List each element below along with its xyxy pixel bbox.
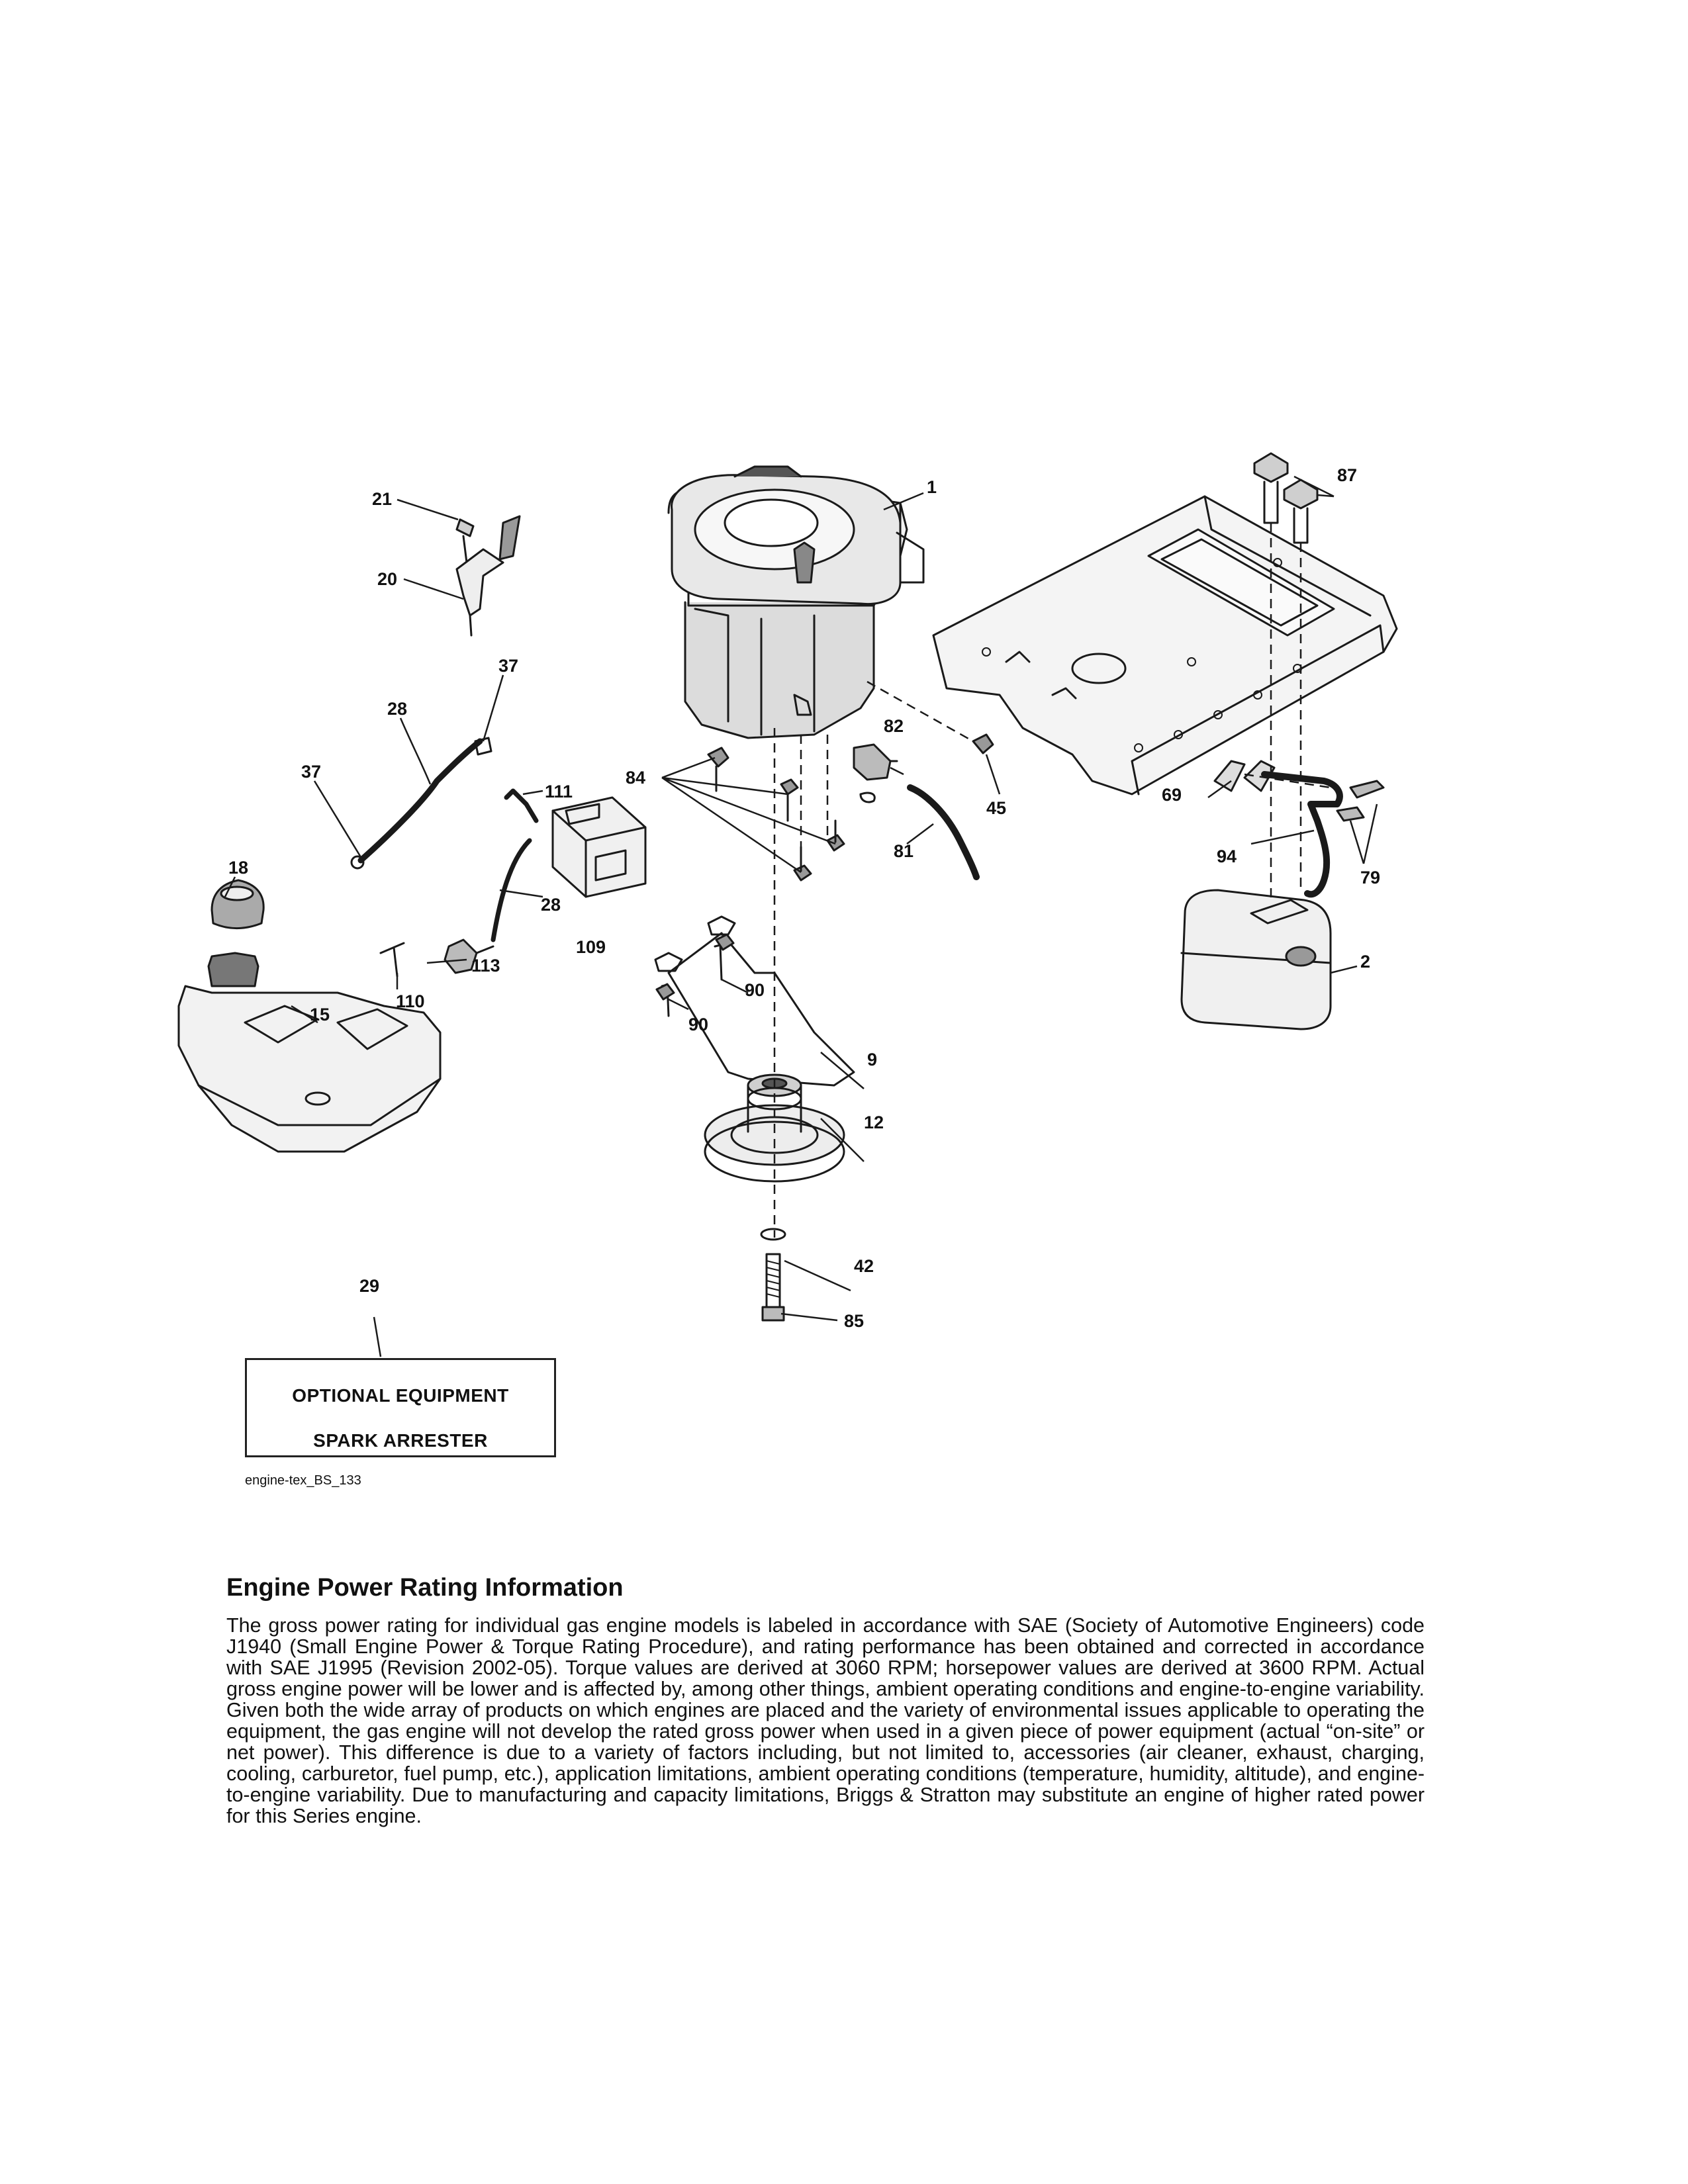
callout-110: 110	[396, 991, 425, 1011]
info-body: The gross power rating for individual ga…	[226, 1614, 1425, 1827]
chassis-frame	[932, 495, 1398, 796]
callout-87: 87	[1337, 465, 1357, 485]
callout-85: 85	[844, 1311, 864, 1331]
assembly-lines	[773, 523, 1331, 1238]
engine	[667, 465, 925, 739]
callout-labels: 1 2 9 12 15 18 20 21 28 28 29 37 37 42 4…	[228, 465, 1380, 1331]
info-title: Engine Power Rating Information	[226, 1574, 624, 1602]
callout-37: 37	[498, 656, 518, 676]
callout-29: 29	[359, 1276, 379, 1296]
callout-37b: 37	[301, 762, 321, 782]
callout-42: 42	[854, 1256, 874, 1276]
callout-69: 69	[1162, 785, 1182, 805]
callout-94: 94	[1217, 846, 1237, 866]
callout-45: 45	[986, 798, 1006, 818]
callout-79: 79	[1360, 868, 1380, 887]
callout-90: 90	[745, 980, 765, 1000]
figure-code: engine-tex_BS_133	[245, 1473, 361, 1488]
spark-arrester-label: SPARK ARRESTER	[313, 1430, 488, 1451]
parts-diagram: 1 2 9 12 15 18 20 21 28 28 29 37 37 42 4…	[177, 452, 1398, 1357]
callout-18: 18	[228, 858, 248, 878]
optional-equipment-label: OPTIONAL EQUIPMENT	[292, 1385, 509, 1406]
callout-9: 9	[867, 1050, 877, 1069]
callout-82: 82	[884, 716, 904, 736]
callout-20: 20	[377, 569, 397, 589]
callout-109: 109	[576, 937, 606, 957]
callout-12: 12	[864, 1113, 884, 1132]
callout-leaders	[224, 475, 1378, 1357]
fuel-tank	[177, 879, 442, 1153]
callout-21: 21	[372, 489, 392, 509]
fuel-line-upper	[350, 737, 492, 870]
callout-2: 2	[1360, 952, 1370, 972]
callout-84: 84	[626, 768, 645, 788]
callout-15: 15	[310, 1005, 330, 1024]
engine-bolts	[707, 733, 994, 882]
callout-113: 113	[471, 956, 500, 976]
callout-111: 111	[545, 782, 573, 801]
callout-28b: 28	[541, 895, 561, 915]
callout-1: 1	[927, 477, 937, 497]
optional-equipment-box: OPTIONAL EQUIPMENT SPARK ARRESTER	[245, 1358, 556, 1457]
callout-28: 28	[387, 699, 407, 719]
throttle-control	[455, 515, 521, 637]
fuel-pump-group	[379, 788, 647, 978]
callout-90b: 90	[688, 1015, 708, 1034]
pulley-bolt	[760, 1228, 786, 1322]
belt-guide	[654, 915, 855, 1087]
callout-81: 81	[894, 841, 914, 861]
muffler-group	[1180, 760, 1385, 1030]
